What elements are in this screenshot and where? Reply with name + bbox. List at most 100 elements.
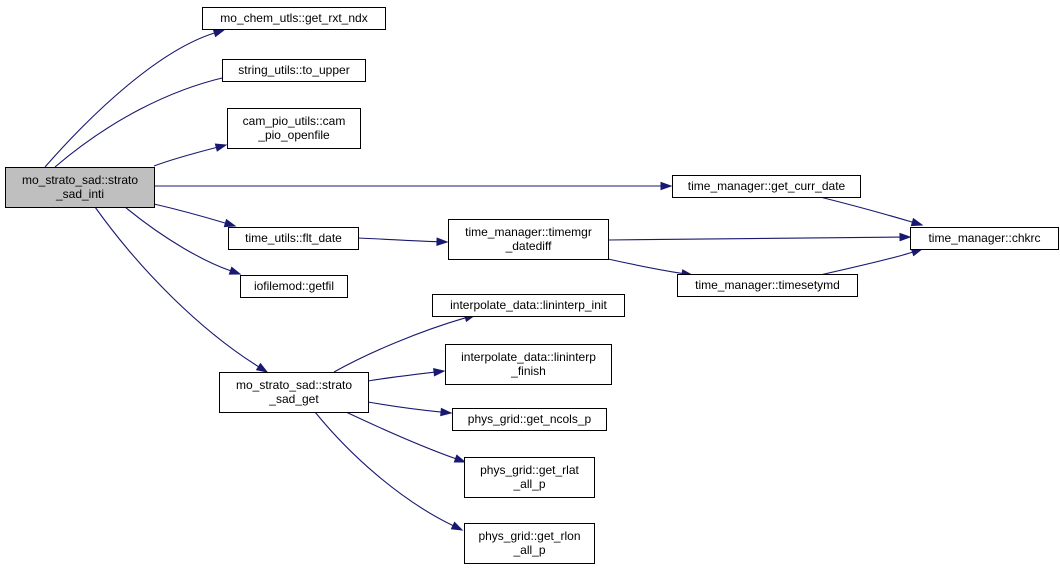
arrowhead-icon [436,237,449,247]
edge-line [153,203,226,224]
arrowhead-icon [212,29,226,38]
arrowhead-icon [899,232,912,242]
node-strato_sad_get[interactable]: mo_strato_sad::strato_sad_get [219,372,369,413]
node-get_ncols_p[interactable]: phys_grid::get_ncols_p [452,408,607,431]
edge-line [94,206,259,368]
node-box[interactable] [677,274,858,297]
node-lininterp_init[interactable]: interpolate_data::lininterp_init [432,294,625,317]
edge-line [819,251,913,276]
edge-get_curr_date-to-chkrc [819,196,924,227]
node-label-line: time_manager::chkrc [928,231,1040,245]
node-label-line: _all_p [512,543,545,557]
node-root[interactable]: mo_strato_sad::strato_sad_inti [5,167,155,208]
node-label-line: phys_grid::get_rlon [478,529,580,543]
edge-root-to-flt_date [153,203,237,228]
node-timemgr_datediff[interactable]: time_manager::timemgr_datediff [448,219,609,260]
edge-strato_sad_get-to-lininterp_finish [367,367,446,382]
node-to_upper[interactable]: string_utils::to_upper [222,59,366,82]
node-box[interactable] [240,275,348,298]
edge-line [607,258,683,274]
node-label-line: string_utils::to_upper [238,63,349,77]
edge-root-to-getfil [124,206,242,275]
node-box[interactable] [228,227,359,250]
node-box[interactable] [672,175,861,198]
edge-strato_sad_get-to-get_rlat_all_p [345,411,467,463]
node-label-line: _datediff [505,239,552,253]
arrowhead-icon [433,367,446,377]
node-lininterp_finish[interactable]: interpolate_data::lininterp_finish [445,344,612,385]
edge-root-to-to_upper [54,73,237,168]
edge-root-to-strato_sad_get [94,206,269,373]
node-box[interactable] [464,523,595,564]
node-box[interactable] [222,59,366,82]
edge-line [357,237,438,243]
node-label-line: _sad_get [268,392,319,406]
arrowhead-icon [660,181,673,191]
node-flt_date[interactable]: time_utils::flt_date [228,227,359,250]
node-chkrc[interactable]: time_manager::chkrc [910,227,1059,250]
edge-line [54,76,226,168]
node-timesetymd[interactable]: time_manager::timesetymd [677,274,858,297]
edge-line [367,401,442,413]
node-label-line: time_manager::timemgr [465,225,592,239]
node-label-line: _pio_openfile [257,128,330,142]
node-label-line: interpolate_data::lininterp_init [450,298,607,312]
node-label-line: mo_strato_sad::strato [22,173,138,187]
edge-root-to-get_curr_date [154,181,673,191]
node-cam_pio_openfile[interactable]: cam_pio_utils::cam_pio_openfile [227,108,361,149]
arrowhead-icon [453,454,467,463]
node-label-line: mo_strato_sad::strato [236,378,352,392]
node-label-line: _all_p [512,477,545,491]
edge-line [44,32,215,168]
edge-line [819,196,913,223]
node-label-line: phys_grid::get_rlat [480,463,579,477]
node-label-line: _finish [510,364,546,378]
node-getfil[interactable]: iofilemod::getfil [240,275,348,298]
nodes-layer: mo_strato_sad::strato_sad_intimo_chem_ut… [5,7,1059,564]
edge-line [124,206,231,272]
node-label-line: interpolate_data::lininterp [461,350,596,364]
node-get_curr_date[interactable]: time_manager::get_curr_date [672,175,861,198]
node-box[interactable] [910,227,1059,250]
arrowhead-icon [255,362,269,373]
root-node-box[interactable] [5,167,155,208]
node-box[interactable] [448,219,609,260]
arrowhead-icon [228,266,242,275]
edge-line [314,411,454,527]
node-get_rlon_all_p[interactable]: phys_grid::get_rlon_all_p [464,523,595,564]
arrowhead-icon [214,143,228,152]
node-label-line: _sad_inti [55,187,104,201]
node-label-line: time_manager::get_curr_date [688,179,846,193]
edge-flt_date-to-timemgr_datediff [357,237,449,247]
node-box[interactable] [445,344,612,385]
node-label-line: time_manager::timesetymd [695,278,840,292]
edge-line [607,236,901,241]
edge-line [153,146,217,167]
edge-line [367,371,435,382]
edge-timesetymd-to-chkrc [819,248,924,276]
node-label-line: phys_grid::get_ncols_p [468,412,592,426]
edge-strato_sad_get-to-get_ncols_p [367,401,453,417]
arrowhead-icon [910,217,924,227]
node-box[interactable] [202,7,386,30]
node-box[interactable] [452,408,607,431]
edge-line [333,317,466,373]
edge-root-to-get_rxt_ndx [44,29,226,168]
edge-timemgr_datediff-to-chkrc [607,232,912,242]
arrowhead-icon [440,407,453,417]
edge-root-to-cam_pio_openfile [153,143,228,167]
node-label-line: cam_pio_utils::cam [243,114,346,128]
node-box[interactable] [227,108,361,149]
node-box[interactable] [464,457,595,498]
node-box[interactable] [432,294,625,317]
edge-line [345,411,456,460]
node-label-line: iofilemod::getfil [254,279,334,293]
arrowhead-icon [450,521,464,531]
edge-strato_sad_get-to-get_rlon_all_p [314,411,464,531]
node-get_rlat_all_p[interactable]: phys_grid::get_rlat_all_p [464,457,595,498]
arrowhead-icon [223,218,237,228]
node-box[interactable] [219,372,369,413]
node-get_rxt_ndx[interactable]: mo_chem_utls::get_rxt_ndx [202,7,386,30]
node-label-line: mo_chem_utls::get_rxt_ndx [220,11,367,25]
